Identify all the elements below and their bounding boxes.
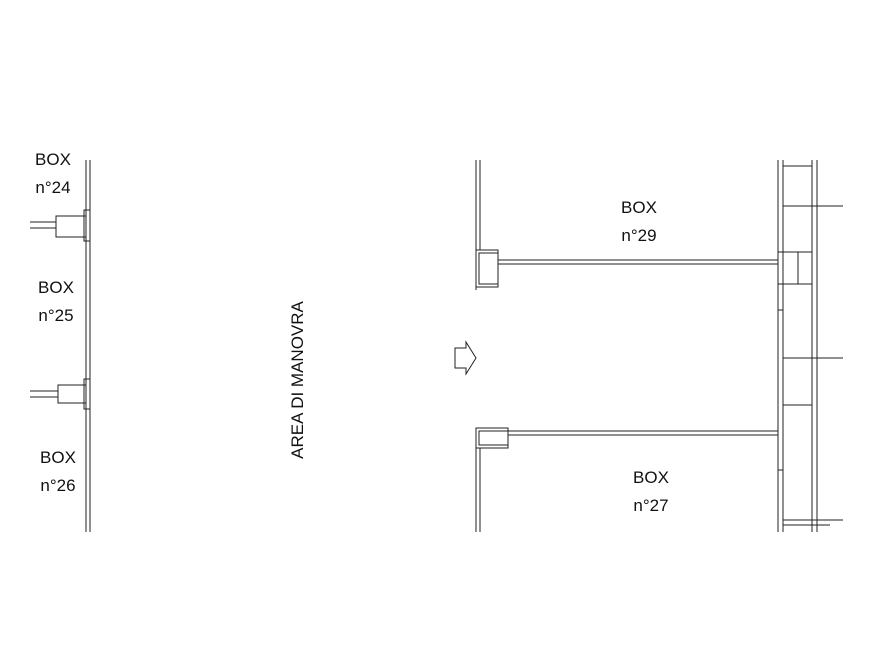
box-label-26: BOX n°26 [18,444,98,500]
box-29-word: BOX [621,198,657,217]
box-27-word: BOX [633,468,669,487]
partition-25-26 [30,379,90,409]
box-24-number: n°24 [35,178,71,197]
right-inner-wall [476,160,480,532]
box-26-number: n°26 [40,476,76,495]
arrow-right-icon [455,342,476,374]
box-label-25: BOX n°25 [16,274,96,330]
box-25-word: BOX [38,278,74,297]
box-27-number: n°27 [633,496,669,515]
box-25-number: n°25 [38,306,74,325]
box-label-29: BOX n°29 [599,194,679,250]
partition-24-25 [30,210,90,241]
partition-27 [476,428,778,448]
box-label-24: BOX n°24 [13,146,93,202]
partition-29 [476,250,798,287]
box-29-number: n°29 [621,226,657,245]
right-outer-wall [778,160,843,532]
box-label-27: BOX n°27 [611,464,691,520]
box-24-word: BOX [35,150,71,169]
area-di-manovra-label: AREA DI MANOVRA [288,301,307,459]
box-26-word: BOX [40,448,76,467]
